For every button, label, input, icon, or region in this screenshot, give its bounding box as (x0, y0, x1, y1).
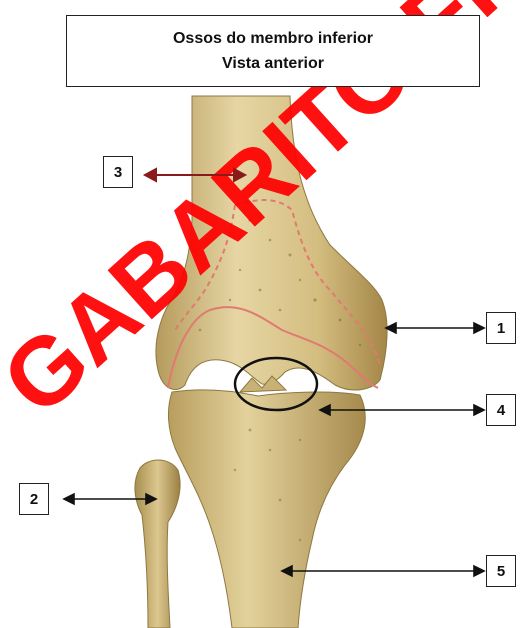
label-box-2: 2 (19, 483, 49, 515)
fibula (135, 460, 180, 628)
title-box: Ossos do membro inferior Vista anterior (66, 15, 480, 87)
arrow-5 (282, 566, 484, 576)
tibia (168, 390, 365, 628)
arrow-1 (386, 323, 484, 333)
title-line-1: Ossos do membro inferior (173, 26, 373, 51)
label-box-4: 4 (486, 394, 516, 426)
label-box-1: 1 (486, 312, 516, 344)
label-box-5: 5 (486, 555, 516, 587)
label-box-3: 3 (103, 156, 133, 188)
title-line-2: Vista anterior (222, 51, 324, 76)
